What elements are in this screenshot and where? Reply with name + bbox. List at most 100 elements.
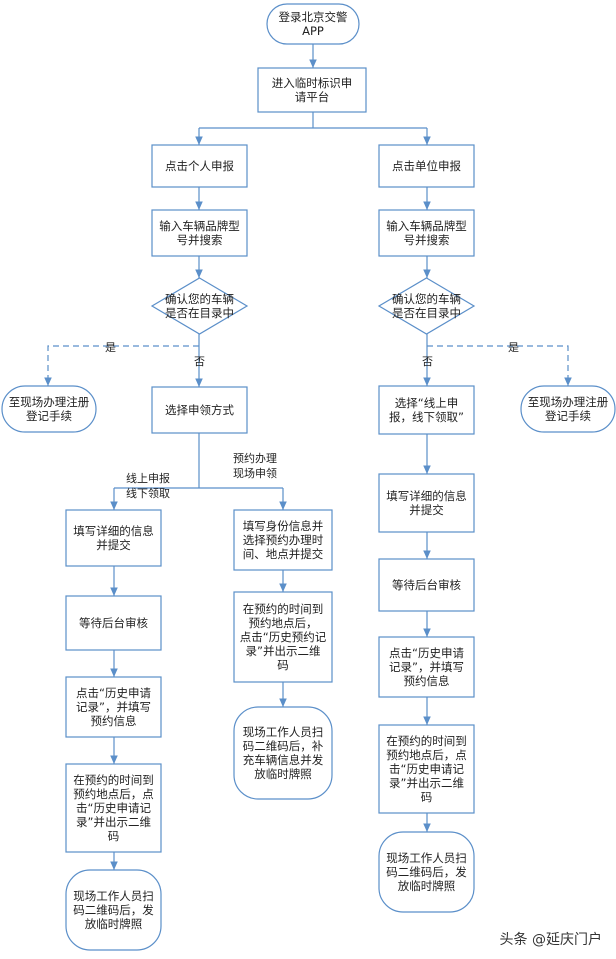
node-text: 请平台	[295, 90, 330, 104]
node-text: 填写详细的信息	[386, 489, 467, 503]
node-text: 放临时牌照	[254, 767, 312, 781]
process-box	[65, 676, 162, 738]
node-text: 登记手续	[26, 409, 72, 423]
node-text: 码二维码后，补	[243, 739, 324, 753]
reserve-label: 现场申领	[233, 466, 277, 480]
online-label: 线上申报	[126, 471, 170, 485]
node-text: 填写身份信息并	[243, 519, 324, 533]
process-box	[65, 595, 162, 651]
node-text: 现场工作人员扫	[243, 725, 324, 739]
decision-diamond	[150, 277, 249, 335]
node-text: 点击“历史申请	[76, 686, 151, 700]
node-text: 选择申领方式	[165, 403, 234, 417]
process-box	[378, 473, 475, 533]
node-text: 码	[421, 790, 433, 804]
connector-line	[114, 433, 283, 489]
node-text: 点击“历史预约记	[240, 630, 327, 644]
node-text: 并提交	[96, 538, 131, 552]
process-box	[257, 67, 367, 113]
process-box	[378, 385, 475, 435]
dashed-arrow	[44, 345, 199, 386]
node-text: 填写详细的信息	[73, 524, 154, 538]
node-text: 录”并出示二维	[389, 776, 464, 790]
node-text: 在预约的时间到	[386, 734, 467, 748]
node-text: 选择预约办理时	[243, 533, 324, 547]
node-text: 击“历史申请记	[76, 801, 151, 815]
node-text: 预约地点后，	[249, 616, 318, 630]
nodes: 登录北京交警APP进入临时标识申请平台点击个人申报点击单位申报输入车辆品牌型号并…	[1, 3, 616, 951]
node-text: 是否在目录中	[165, 306, 234, 320]
node-text: 录”并出示二维	[76, 815, 151, 829]
process-box	[378, 636, 475, 698]
node-text: 码二维码后，发	[73, 903, 154, 917]
process-box	[233, 591, 333, 683]
node-text: APP	[302, 24, 324, 38]
node-text: 码二维码后，发	[386, 865, 467, 879]
node-text: 充车辆信息并发	[243, 753, 324, 767]
node-text: 输入车辆品牌型	[159, 219, 240, 233]
terminal-box	[233, 706, 333, 800]
node-text: 码	[277, 658, 289, 672]
connectors	[44, 44, 572, 870]
process-box	[151, 209, 248, 257]
node-text: 现场工作人员扫	[73, 889, 154, 903]
node-text: 预约信息	[91, 714, 137, 728]
node-text: 等待后台审核	[79, 616, 148, 630]
terminal-box	[266, 3, 360, 45]
node-text: 是否在目录中	[392, 306, 461, 320]
node-text: 点击“历史申请	[389, 646, 464, 660]
terminal-box	[65, 869, 162, 951]
node-text: 预约地点后，点	[73, 787, 154, 801]
node-text: 并提交	[409, 503, 444, 517]
node-text: 间、地点并提交	[243, 547, 324, 561]
terminal-box	[378, 831, 475, 913]
node-choose: 选择申领方式	[151, 386, 248, 434]
no-label-left: 否	[194, 355, 205, 368]
process-box	[378, 209, 475, 257]
node-text: 码	[108, 829, 120, 843]
reserve-label: 预约办理	[233, 452, 277, 465]
node-wait-l: 等待后台审核	[65, 595, 162, 651]
process-box	[151, 386, 248, 434]
node-text: 点击个人申报	[165, 159, 234, 173]
node-text: 击“历史申请记	[389, 762, 464, 776]
connector-line	[199, 112, 427, 129]
process-box	[151, 144, 248, 188]
node-text: 选择“线上申	[395, 396, 458, 410]
process-box	[378, 144, 475, 188]
node-text: 输入车辆品牌型	[386, 219, 467, 233]
node-text: 现场工作人员扫	[386, 851, 467, 865]
node-text: 至现场办理注册	[9, 395, 90, 409]
online-label: 线下领取	[126, 486, 170, 500]
watermark: 头条 @延庆门户	[499, 932, 602, 948]
node-text: 确认您的车辆	[165, 292, 234, 306]
node-text: 在预约的时间到	[73, 773, 154, 787]
node-text: 登记手续	[545, 409, 591, 423]
process-box	[65, 509, 162, 567]
node-wait-r: 等待后台审核	[378, 558, 475, 612]
process-box	[378, 558, 475, 612]
node-text: 至现场办理注册	[528, 395, 609, 409]
process-box	[65, 763, 162, 853]
dashed-arrow	[427, 345, 572, 386]
node-text: 记录”，并填写	[76, 700, 151, 714]
node-text: 记录”，并填写	[389, 660, 464, 674]
